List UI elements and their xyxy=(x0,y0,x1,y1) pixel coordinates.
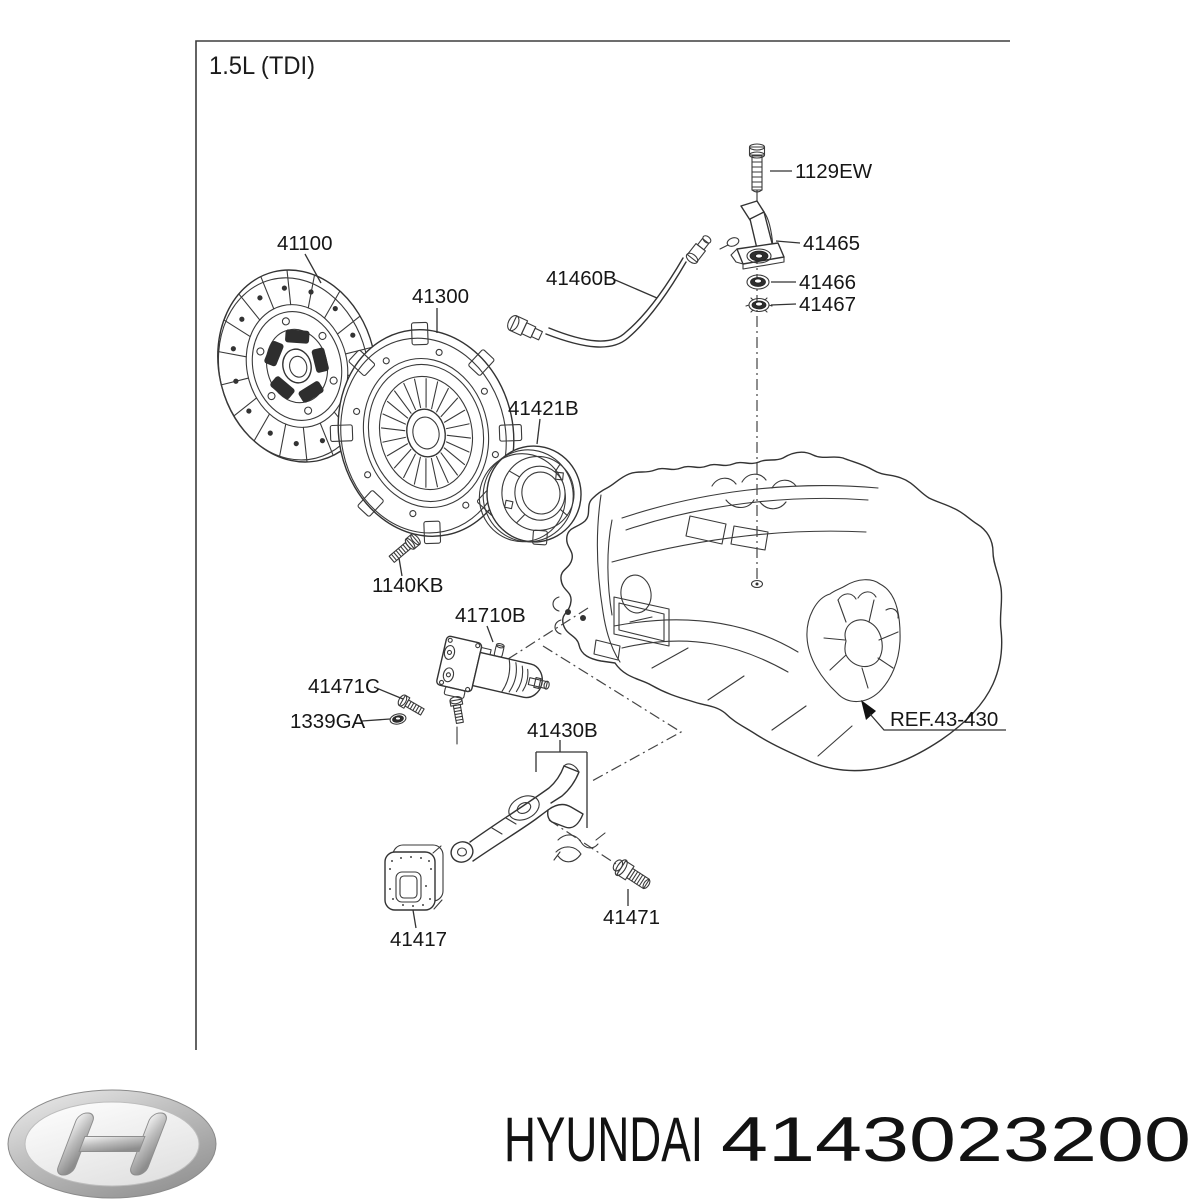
part-label-41710b: 41710B xyxy=(455,604,526,627)
part-label-41465: 41465 xyxy=(803,232,860,255)
part-label-1140kb: 1140KB xyxy=(372,574,443,597)
part-label-1129ew: 1129EW xyxy=(795,160,873,183)
ref-label: REF.43-430 xyxy=(890,708,998,731)
clutch-cover-drawing xyxy=(329,321,523,545)
logo-h-mark xyxy=(57,1112,167,1176)
hyundai-logo xyxy=(7,1089,217,1199)
ball-stud-drawing xyxy=(612,859,651,890)
bolt-1129ew-drawing xyxy=(748,143,766,193)
part-label-41466: 41466 xyxy=(799,271,856,294)
part-label-41421b: 41421B xyxy=(508,397,579,420)
bracket-41465-drawing xyxy=(730,200,785,270)
part-label-1339ga: 1339GA xyxy=(290,710,366,733)
cover-lugs xyxy=(329,321,523,545)
leader-lines xyxy=(304,170,801,929)
part-label-41460b: 41460B xyxy=(546,267,617,290)
ref-arrow-icon xyxy=(861,700,1006,731)
bolt-1140kb-drawing xyxy=(388,533,421,563)
part-label-41471c: 41471C xyxy=(308,675,380,698)
part-number-text: 4143023200 xyxy=(721,1105,1191,1175)
engine-variant-title: 1.5L (TDI) xyxy=(209,52,315,80)
part-label-41300: 41300 xyxy=(412,285,469,308)
release-fork-drawing xyxy=(450,763,584,863)
damper-springs xyxy=(264,329,329,403)
part-label-41100: 41100 xyxy=(277,232,332,255)
diagram-frame xyxy=(195,40,1010,1050)
slave-cylinder-drawing xyxy=(436,635,550,699)
washer-41467-drawing xyxy=(745,297,773,313)
cylinder-mount-bolt-drawing xyxy=(449,696,464,724)
cover-bolt-holes xyxy=(353,348,499,518)
fork-boot-drawing xyxy=(384,844,444,911)
part-label-41417: 41417 xyxy=(390,928,447,951)
part-label-41430b: 41430B xyxy=(527,719,598,742)
hub-holes xyxy=(256,317,338,415)
clutch-disc-drawing xyxy=(217,269,377,463)
part-label-41467: 41467 xyxy=(799,293,856,316)
fork-spring-clip-drawing xyxy=(553,832,606,863)
boot-texture-dots xyxy=(389,856,432,907)
part-label-41471: 41471 xyxy=(603,906,660,929)
clutch-tube-drawing xyxy=(507,235,740,348)
release-bearing-drawing xyxy=(478,445,582,546)
transmission-drawing xyxy=(552,451,1003,772)
brand-wordmark: HYUNDAI xyxy=(504,1105,703,1175)
washer-41466-drawing xyxy=(746,274,770,290)
washer-1339ga-drawing xyxy=(389,713,407,725)
bolt-41471c-drawing xyxy=(397,694,425,716)
